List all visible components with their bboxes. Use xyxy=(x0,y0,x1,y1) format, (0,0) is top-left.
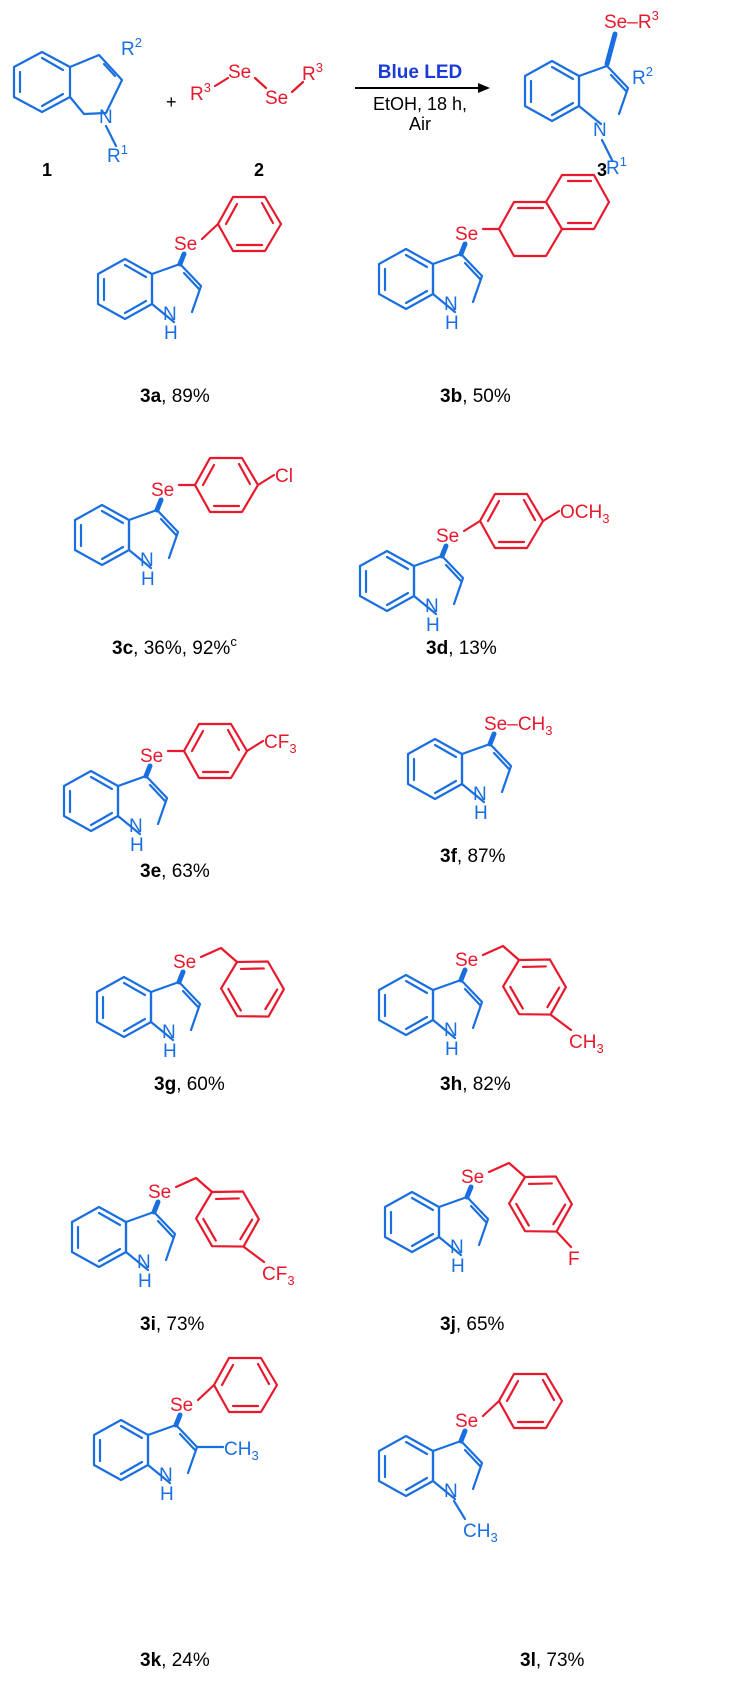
svg-text:CH3: CH3 xyxy=(463,1521,498,1545)
n-atom: N xyxy=(99,107,113,128)
svg-text:Se: Se xyxy=(455,1411,478,1432)
svg-text:H: H xyxy=(141,569,155,590)
svg-text:N: N xyxy=(444,1481,458,1502)
svg-text:Se: Se xyxy=(140,746,163,767)
caption-3b: 3b, 50% xyxy=(440,386,511,407)
r2-label: R2 xyxy=(121,35,142,60)
svg-text:Se: Se xyxy=(265,88,288,109)
svg-text:N: N xyxy=(137,1252,151,1273)
svg-text:H: H xyxy=(163,1041,177,1062)
svg-text:Se: Se xyxy=(455,950,478,971)
svg-text:Se: Se xyxy=(455,224,478,245)
svg-text:N: N xyxy=(159,1465,173,1486)
compound-3e: Se N H CF3 xyxy=(62,722,297,856)
svg-text:Se: Se xyxy=(228,62,251,83)
svg-text:R3: R3 xyxy=(302,60,323,85)
caption-3i: 3i, 73% xyxy=(140,1314,205,1335)
svg-text:N: N xyxy=(162,1022,176,1043)
compound-3g: Se N H xyxy=(95,946,293,1062)
svg-text:Se: Se xyxy=(461,1167,484,1188)
svg-text:N: N xyxy=(129,816,143,837)
svg-text:Se: Se xyxy=(436,526,459,547)
svg-text:N: N xyxy=(473,784,487,805)
svg-text:N: N xyxy=(140,550,154,571)
svg-text:F: F xyxy=(568,1249,580,1270)
svg-text:Se: Se xyxy=(173,952,196,973)
svg-text:Se–CH3: Se–CH3 xyxy=(484,714,553,738)
r1-label: R1 xyxy=(107,142,128,167)
svg-text:CH3: CH3 xyxy=(569,1032,604,1056)
reaction-arrow: Blue LED EtOH, 18 h, Air xyxy=(355,62,490,134)
svg-text:Se: Se xyxy=(174,234,197,255)
condition-light: Blue LED xyxy=(378,62,462,83)
svg-text:N: N xyxy=(444,294,458,315)
svg-text:H: H xyxy=(138,1271,152,1292)
compound-3l: Se N CH3 xyxy=(377,1372,564,1545)
compound-3a: Se H N xyxy=(96,195,283,344)
svg-text:H: H xyxy=(426,615,440,636)
svg-text:H: H xyxy=(160,1484,174,1505)
svg-text:H: H xyxy=(445,1039,459,1060)
svg-text:Se: Se xyxy=(148,1182,171,1203)
caption-3a: 3a, 89% xyxy=(140,386,210,407)
compound-3c: Se N H Cl xyxy=(73,456,293,590)
caption-3j: 3j, 65% xyxy=(440,1314,505,1335)
condition-atmosphere: Air xyxy=(409,114,431,134)
svg-text:H: H xyxy=(164,323,178,344)
product-general: Se–R3 R2 N R1 xyxy=(523,8,659,179)
svg-text:R2: R2 xyxy=(632,64,653,89)
svg-text:N: N xyxy=(450,1237,464,1258)
svg-text:H: H xyxy=(130,835,144,856)
reagent-indole: R2 N R1 xyxy=(12,35,142,167)
compound-3h: Se N H CH3 xyxy=(377,944,604,1060)
svg-text:CF3: CF3 xyxy=(264,732,297,756)
caption-3c: 3c, 36%, 92%c xyxy=(112,634,237,659)
svg-text:Se: Se xyxy=(151,480,174,501)
svg-text:Se–R3: Se–R3 xyxy=(604,8,659,33)
svg-text:N: N xyxy=(593,120,607,141)
compound-3f: Se–CH3 N H xyxy=(406,714,553,824)
svg-text:Cl: Cl xyxy=(275,466,293,487)
caption-3g: 3g, 60% xyxy=(154,1074,225,1095)
compound-3k: Se N H CH3 xyxy=(92,1356,279,1505)
svg-text:N: N xyxy=(444,1020,458,1041)
caption-3e: 3e, 63% xyxy=(140,861,210,882)
condition-solvent: EtOH, 18 h, xyxy=(373,94,467,114)
caption-3h: 3h, 82% xyxy=(440,1074,511,1095)
caption-3d: 3d, 13% xyxy=(426,638,497,659)
label-1: 1 xyxy=(42,160,52,180)
label-3: 3 xyxy=(597,160,607,180)
plus-sign: + xyxy=(166,92,177,112)
svg-text:H: H xyxy=(445,313,459,334)
svg-text:R3: R3 xyxy=(190,80,211,105)
svg-text:Se: Se xyxy=(170,1395,193,1416)
caption-3f: 3f, 87% xyxy=(440,846,506,867)
svg-text:OCH3: OCH3 xyxy=(560,502,609,526)
svg-text:CH3: CH3 xyxy=(224,1439,259,1463)
compound-3b: Se N H xyxy=(377,173,611,334)
svg-text:N: N xyxy=(425,596,439,617)
compound-3j: Se N H F xyxy=(383,1161,581,1277)
svg-text:H: H xyxy=(451,1256,465,1277)
label-2: 2 xyxy=(254,160,264,180)
svg-text:H: H xyxy=(474,803,488,824)
svg-text:CF3: CF3 xyxy=(262,1264,295,1288)
caption-3l: 3l, 73% xyxy=(520,1650,585,1671)
reagent-diselenide: R3 Se Se R3 xyxy=(190,60,323,109)
caption-3k: 3k, 24% xyxy=(140,1650,210,1671)
svg-text:N: N xyxy=(163,304,177,325)
svg-text:R1: R1 xyxy=(606,154,627,179)
compound-3i: Se N H CF3 xyxy=(70,1176,295,1292)
compound-3d: Se N H OCH3 xyxy=(358,492,609,636)
